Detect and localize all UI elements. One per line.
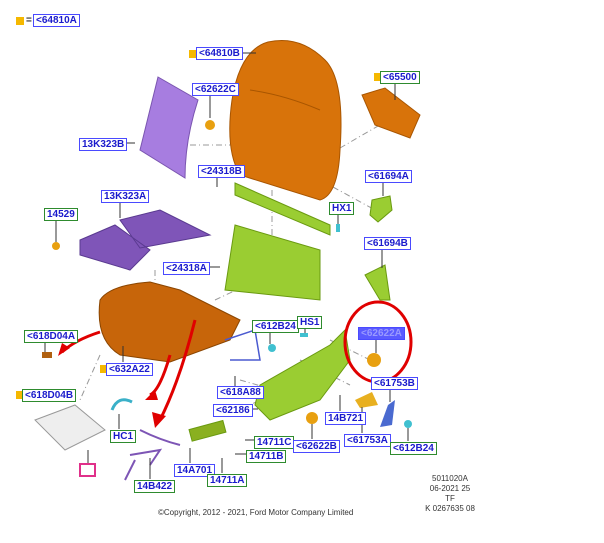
label-14529[interactable]: 14529 [44, 208, 78, 221]
screw-HS1 [300, 333, 308, 337]
label-14711B[interactable]: 14711B [246, 450, 287, 463]
reference-code: 5011020A [432, 474, 468, 483]
label-24318A[interactable]: <24318A [163, 262, 210, 275]
label-14B721[interactable]: 14B721 [325, 412, 367, 425]
seat-cushion [98, 281, 241, 363]
knob-62622C [205, 120, 215, 130]
knob-62622B [306, 412, 318, 424]
reference-tf: TF [445, 494, 455, 503]
label-612B24[interactable]: <612B24 [390, 442, 437, 455]
label-62622B[interactable]: <62622B [293, 440, 340, 453]
swatch [189, 50, 197, 58]
part-14529 [52, 242, 60, 250]
label-14B422[interactable]: 14B422 [134, 480, 176, 493]
label-24318B[interactable]: <24318B [198, 165, 245, 178]
swatch [374, 73, 382, 81]
side-shield-62186 [254, 328, 351, 421]
harness-14B422 [124, 429, 181, 481]
label-61694A[interactable]: <61694A [365, 170, 412, 183]
plug-618D04A [42, 352, 52, 358]
back-panel-13K323B [139, 76, 199, 179]
trim-61694A [369, 195, 393, 223]
label-618D04B[interactable]: <618D04B [22, 389, 77, 402]
label-62186[interactable]: <62186 [213, 404, 253, 417]
label-61753B[interactable]: <61753B [371, 377, 418, 390]
tube-65500 [361, 87, 421, 139]
label-13K323A[interactable]: 13K323A [101, 190, 150, 203]
legend-label[interactable]: <64810A [33, 14, 80, 27]
reference-date: 06-2021 25 [429, 484, 471, 493]
label-618D04A[interactable]: <618D04A [24, 330, 79, 343]
label-62622A-highlighted[interactable]: <62622A [358, 327, 405, 340]
legend-swatch [16, 17, 24, 25]
cap-612B24b [404, 420, 412, 428]
label-14711C[interactable]: 14711C [254, 436, 295, 449]
switch-14A701 [188, 419, 227, 442]
trim-61694B [364, 264, 391, 301]
label-61694B[interactable]: <61694B [364, 237, 411, 250]
label-61753A[interactable]: <61753A [344, 434, 391, 447]
label-632A22[interactable]: <632A22 [106, 363, 153, 376]
legend-equals: = [26, 15, 32, 26]
label-62622C[interactable]: <62622C [192, 83, 239, 96]
label-HC1[interactable]: HC1 [110, 430, 137, 443]
seat-back-cushion [229, 39, 342, 201]
frame-24318B [234, 182, 331, 236]
label-612B24[interactable]: <612B24 [252, 320, 299, 333]
frame-24318A [224, 224, 321, 301]
wire-618A88 [224, 329, 261, 361]
label-618A88[interactable]: <618A88 [217, 386, 264, 399]
next-page-link[interactable] [79, 463, 96, 477]
reference-k-number: K 0267635 08 [425, 504, 475, 513]
label-13K323B[interactable]: 13K323B [79, 138, 128, 151]
cap-612B24a [268, 344, 276, 352]
highlight-circle [343, 300, 413, 384]
seat-mat-13K323A [79, 209, 212, 271]
swatch [100, 365, 108, 373]
label-HX1[interactable]: HX1 [329, 202, 355, 215]
swatch [16, 391, 24, 399]
clip-HC1 [110, 398, 133, 411]
clip-HX1 [336, 224, 340, 232]
bracket-61753B [380, 400, 395, 427]
knob-62622A [367, 353, 381, 367]
label-14711A[interactable]: 14711A [207, 474, 248, 487]
seat-track [34, 404, 106, 451]
lever-61753A [355, 392, 378, 408]
label-64810B[interactable]: <64810B [196, 47, 243, 60]
copyright: ©Copyright, 2012 - 2021, Ford Motor Comp… [158, 508, 354, 517]
label-65500[interactable]: <65500 [380, 71, 420, 84]
label-14A701[interactable]: 14A701 [174, 464, 216, 477]
label-HS1[interactable]: HS1 [297, 316, 323, 329]
